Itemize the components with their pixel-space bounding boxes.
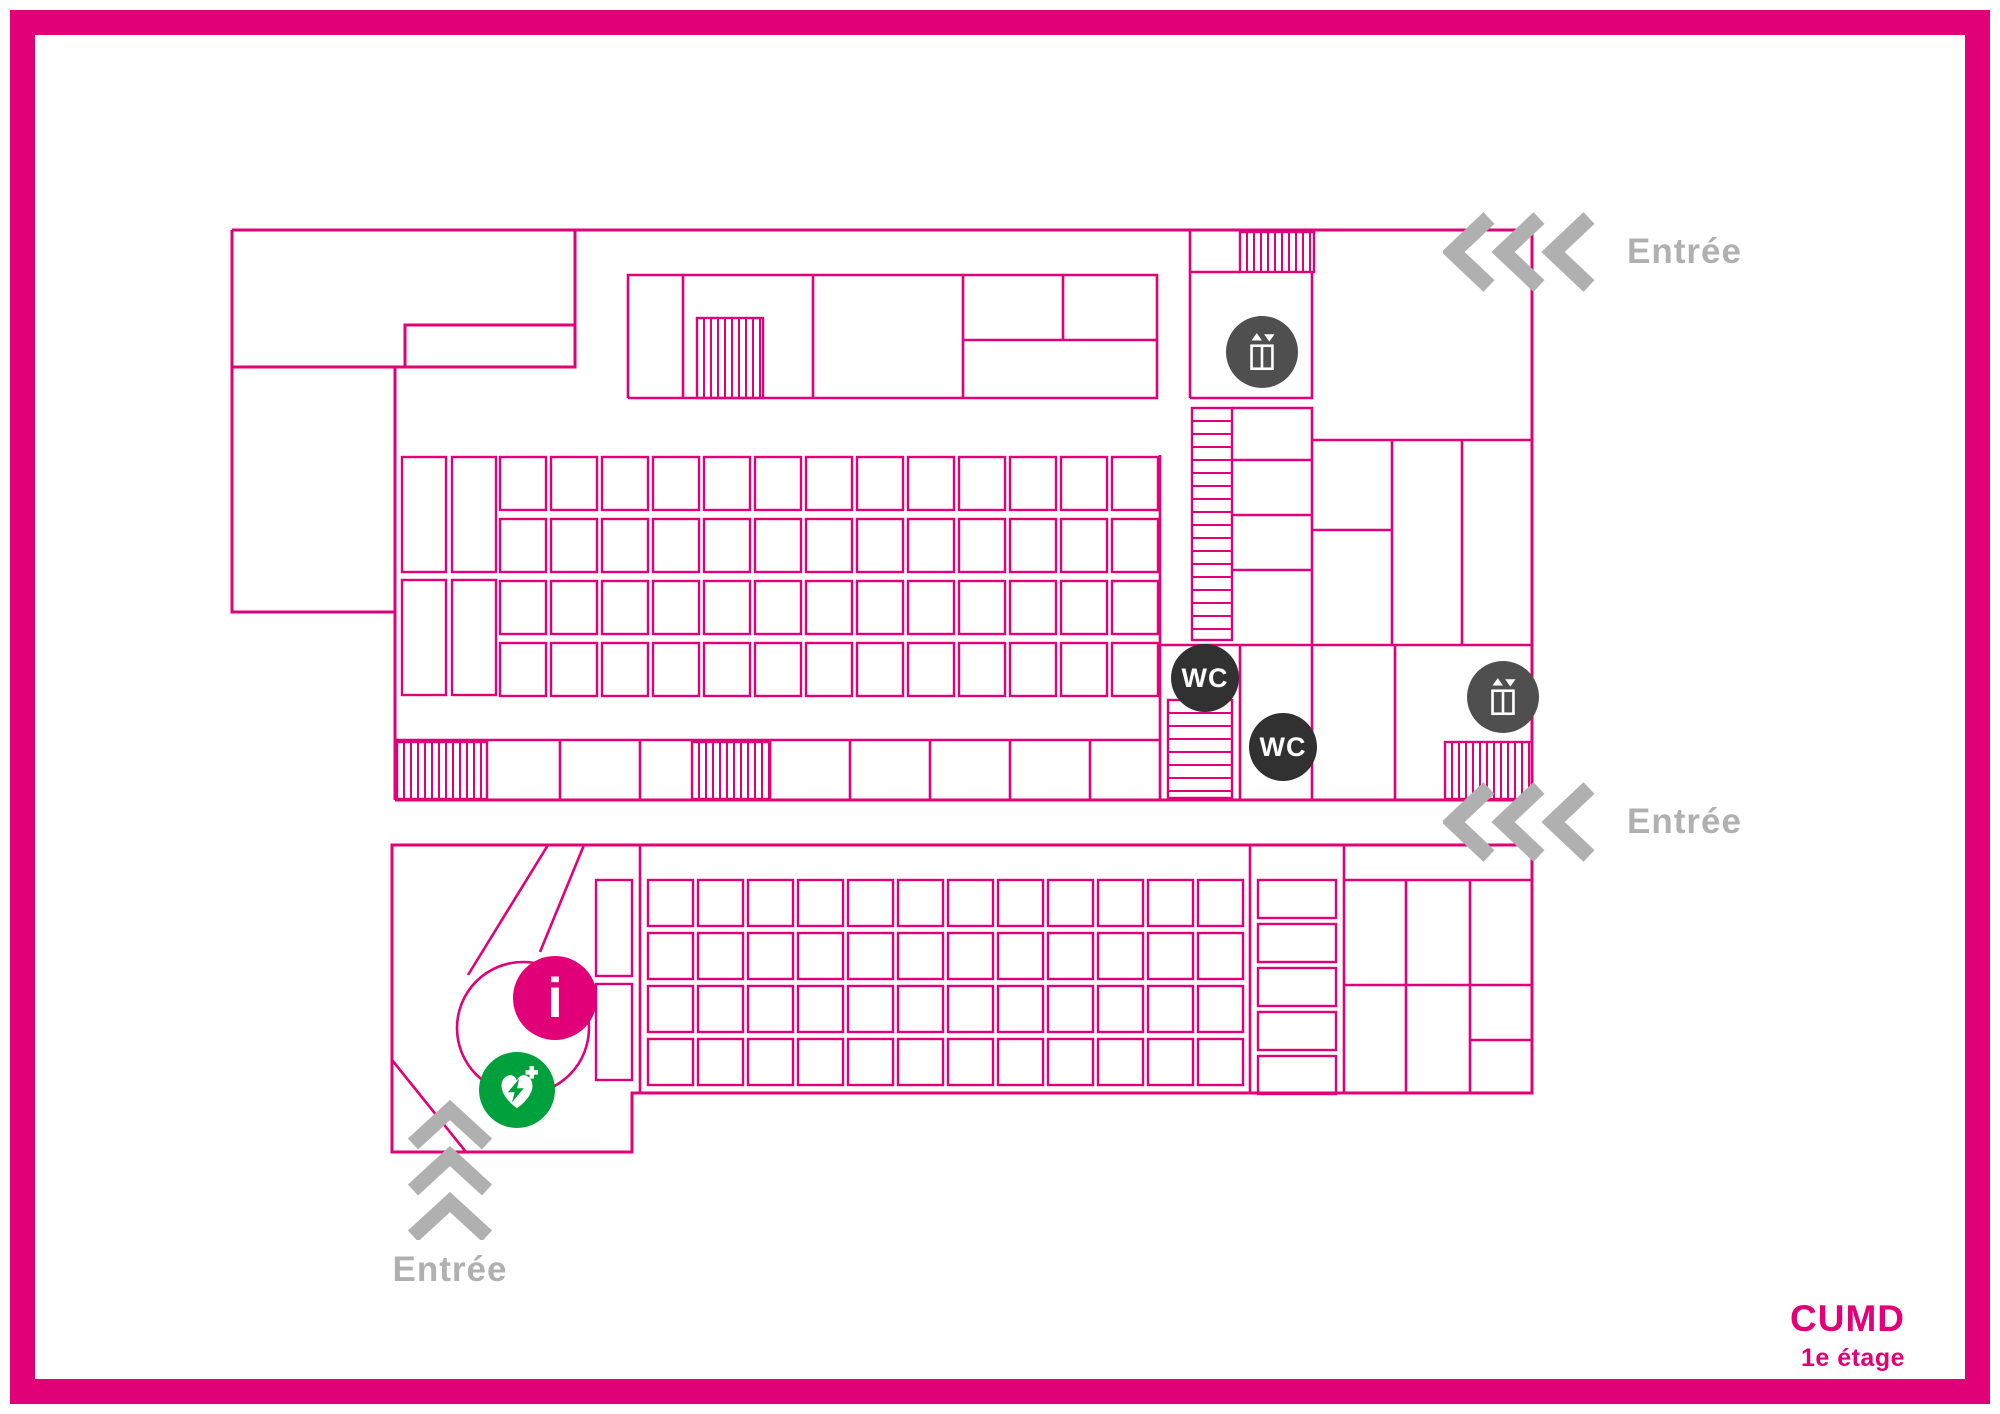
elevator-icon (1226, 316, 1298, 388)
entrance-middle-right: Entrée (1443, 782, 1742, 862)
elevator-pictogram (1250, 333, 1275, 371)
wc-icon: WC (1249, 713, 1317, 781)
entrance-top-right: Entrée (1443, 212, 1742, 292)
entrance-label: Entrée (1627, 232, 1742, 271)
chevron-left-icon (1443, 212, 1595, 292)
elevator-icon (1467, 661, 1539, 733)
room-grid (395, 230, 1534, 1096)
elevator-pictogram (1491, 678, 1516, 716)
defibrillator-icon (479, 1052, 555, 1128)
info-label: i (547, 966, 563, 1029)
entrance-label: Entrée (392, 1250, 508, 1289)
defibrillator-pictogram (501, 1066, 539, 1109)
entrance-bottom-left: Entrée (385, 1100, 515, 1290)
info-icon: i (513, 956, 597, 1040)
chevron-left-icon (1443, 782, 1595, 862)
building-name: CUMD (1790, 1298, 1905, 1339)
chevron-up-icon (407, 1100, 493, 1240)
entrance-label: Entrée (1627, 802, 1742, 841)
wc-label: WC (1181, 662, 1229, 693)
wc-icon: WC (1171, 644, 1239, 712)
title-block: CUMD 1e étage (1790, 1298, 1905, 1373)
wc-label: WC (1259, 731, 1307, 762)
floor-label: 1e étage (1800, 1344, 1905, 1372)
